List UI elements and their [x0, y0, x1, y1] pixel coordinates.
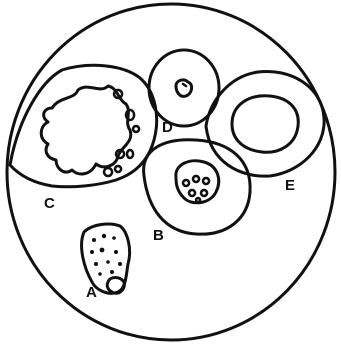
- cell-b-granules: [183, 176, 209, 202]
- label-a: A: [86, 284, 97, 301]
- cell-c-granules: [104, 90, 139, 176]
- cell-a-outline: [82, 224, 130, 293]
- cell-b-outline: [144, 140, 251, 234]
- cell-a-blob: [107, 278, 124, 294]
- cell-d-nucleus: [176, 80, 192, 96]
- label-e: E: [285, 177, 295, 194]
- cell-e-nucleus: [232, 96, 298, 153]
- cell-e: [206, 71, 324, 176]
- cell-a: [82, 224, 130, 293]
- cell-e-outline: [206, 71, 324, 176]
- cell-a-speckles: [90, 234, 122, 276]
- label-b: B: [153, 227, 164, 244]
- label-c: C: [44, 195, 55, 212]
- cell-d-nucleus-dot: [183, 84, 186, 86]
- label-d: D: [162, 119, 173, 136]
- cell-b: [144, 140, 251, 234]
